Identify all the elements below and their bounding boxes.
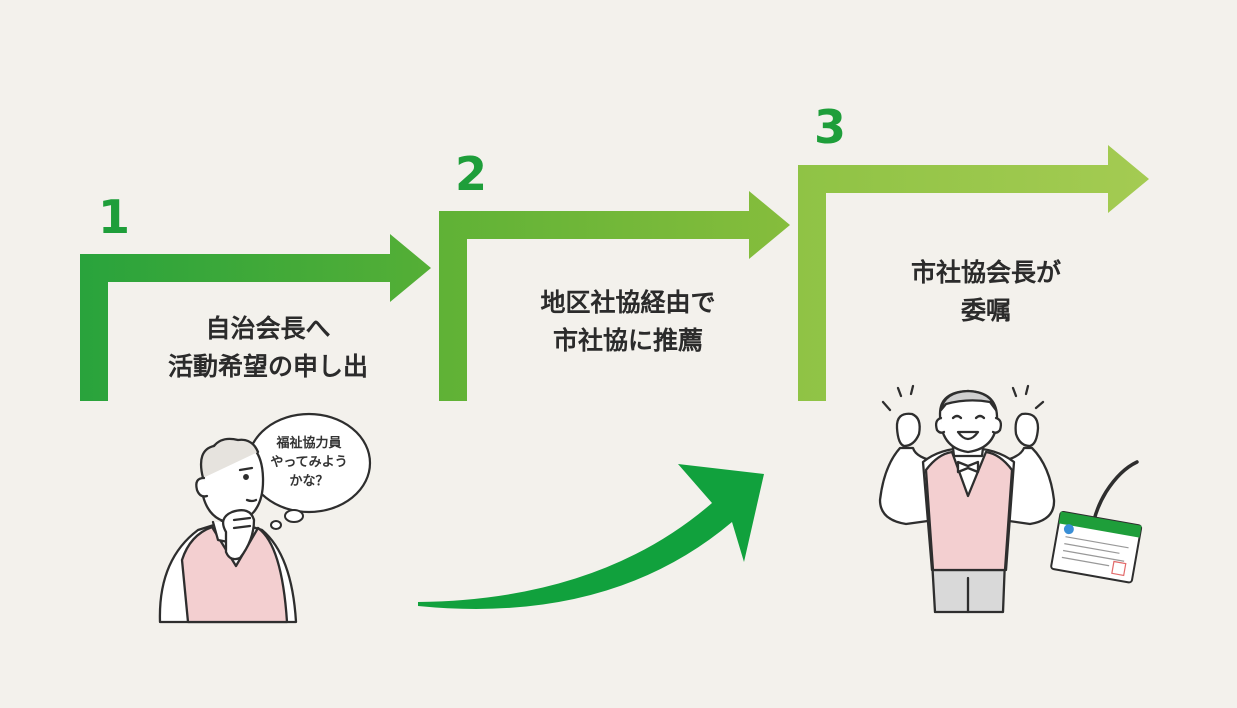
step-3-label: 市社協会長が 委嘱 <box>836 254 1136 330</box>
step-3-line-1: 市社協会長が <box>910 258 1061 287</box>
id-badge-icon <box>1050 460 1143 584</box>
step-1-line-1: 自治会長へ <box>205 314 331 343</box>
step-2-arrow <box>439 191 790 401</box>
thinking-man-illustration <box>158 437 298 624</box>
step-2-line-2: 市社協に推薦 <box>552 326 703 355</box>
bubble-line-1: 福祉協力員 <box>276 436 342 451</box>
bubble-line-3: かな？ <box>289 474 329 489</box>
step-1-arrow <box>80 234 431 401</box>
step-3-number: 3 <box>814 100 847 154</box>
step-2-line-1: 地区社協経由で <box>540 288 716 317</box>
step-2-label: 地区社協経由で 市社協に推薦 <box>478 284 778 360</box>
step-1-line-2: 活動希望の申し出 <box>167 352 368 381</box>
step-1-label: 自治会長へ 活動希望の申し出 <box>118 310 418 386</box>
thought-bubble-text: 福祉協力員 やってみよう かな？ <box>254 434 364 491</box>
bubble-line-2: やってみよう <box>270 455 348 470</box>
step-3-arrow <box>798 145 1149 401</box>
cheering-man-illustration <box>878 384 1056 614</box>
curved-progress-arrow <box>418 464 764 609</box>
step-2-number: 2 <box>455 147 488 201</box>
step-3-line-2: 委嘱 <box>960 296 1011 325</box>
step-1-number: 1 <box>98 190 131 244</box>
